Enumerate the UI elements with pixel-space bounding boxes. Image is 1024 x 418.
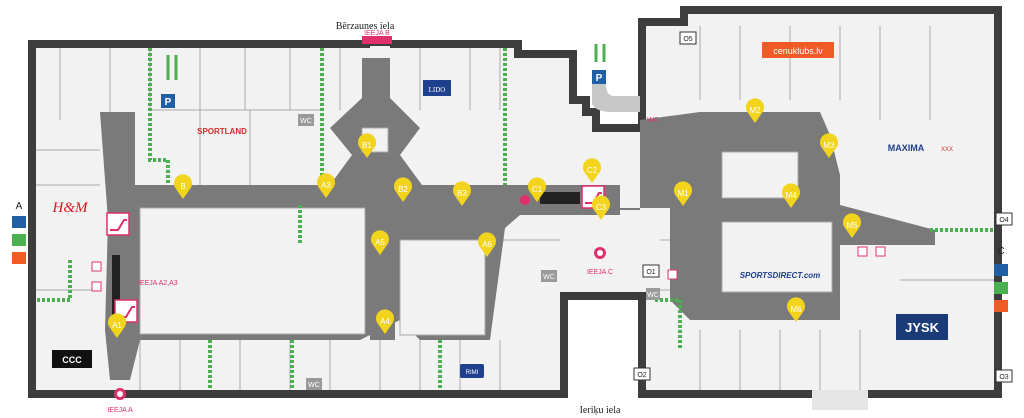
brand-maxima[interactable]: MAXIMA XXX — [888, 143, 953, 153]
marker-a3[interactable]: A3 — [317, 173, 335, 198]
street-south: Ieriķu iela — [580, 405, 621, 416]
escalator-strip — [540, 192, 580, 204]
brand-rimi[interactable]: RIMI — [460, 364, 484, 378]
parking-south-box — [812, 390, 868, 410]
parking-arrows — [166, 44, 862, 406]
marker-label: A4 — [380, 317, 390, 326]
marker-label: B2 — [398, 185, 408, 194]
brand-jysk[interactable]: JYSK — [896, 314, 948, 340]
inner-blocks — [139, 127, 833, 336]
marker-label: A3 — [321, 181, 331, 190]
parking-ramp — [592, 84, 640, 112]
svg-text:O5: O5 — [683, 36, 692, 43]
marker-label: C3 — [596, 203, 607, 212]
marker-m5[interactable]: M5 — [843, 213, 861, 238]
svg-text:MAXIMA: MAXIMA — [888, 143, 925, 153]
lift-icons[interactable] — [91, 246, 886, 292]
svg-text:IEEJA A: IEEJA A — [107, 407, 133, 414]
svg-text:IEEJA A2,A3: IEEJA A2,A3 — [138, 280, 178, 287]
svg-text:CCC: CCC — [62, 355, 82, 365]
brand-ccc[interactable]: CCC — [52, 350, 92, 368]
svg-text:WC: WC — [647, 292, 659, 299]
svg-text:A: A — [16, 201, 23, 212]
marker-a5[interactable]: A5 — [371, 230, 389, 255]
marker-label: C2 — [587, 166, 598, 175]
entrance-c[interactable]: IEEJA C — [587, 247, 613, 276]
marker-m1[interactable]: M1 — [674, 181, 692, 206]
svg-text:JYSK: JYSK — [905, 320, 940, 335]
wc-labels: WC WC WC WC WC — [298, 114, 660, 390]
street-north: Bērzaunes iela — [336, 21, 395, 32]
gate-a[interactable]: A — [12, 201, 26, 264]
svg-text:WC: WC — [300, 118, 312, 125]
brand-sportsdirect[interactable]: SPORTSDIRECT.com — [740, 271, 821, 280]
gate-c[interactable]: C — [994, 246, 1008, 312]
svg-text:P: P — [596, 73, 603, 84]
marker-b1[interactable]: B1 — [358, 133, 376, 158]
svg-text:O3: O3 — [999, 374, 1008, 381]
marker-label: A6 — [482, 240, 492, 249]
brand-sportland[interactable]: SPORTLAND — [197, 127, 247, 136]
stairs — [36, 48, 994, 390]
marker-c1[interactable]: C1 — [528, 177, 546, 202]
marker-label: B — [180, 182, 185, 191]
entrance-c1-marker[interactable] — [520, 195, 530, 205]
svg-text:C: C — [997, 246, 1004, 257]
escalator-strip-left — [112, 255, 120, 315]
marker-b[interactable]: B — [174, 174, 192, 199]
parking-icon-north[interactable]: P — [592, 70, 606, 84]
svg-text:XXX: XXX — [941, 147, 953, 153]
entrance-a2a3[interactable]: IEEJA A2,A3 — [138, 280, 178, 287]
svg-text:LIDO: LIDO — [429, 86, 446, 94]
entrance-b[interactable]: IEEJA B — [362, 30, 392, 44]
marker-label: C1 — [532, 185, 543, 194]
marker-label: M5 — [846, 221, 858, 230]
svg-text:cenuklubs.lv: cenuklubs.lv — [773, 46, 823, 56]
marker-label: B3 — [457, 189, 467, 198]
marker-label: M4 — [785, 191, 797, 200]
marker-a4[interactable]: A4 — [376, 309, 394, 334]
marker-label: A5 — [375, 238, 385, 247]
parking-icon-west[interactable]: P — [161, 94, 175, 108]
marker-m3[interactable]: M3 — [820, 133, 838, 158]
marker-m2[interactable]: M2 — [746, 98, 764, 123]
brand-hm[interactable]: H&M — [52, 200, 90, 216]
svg-text:O4: O4 — [999, 217, 1008, 224]
svg-text:P: P — [165, 97, 172, 108]
marker-b2[interactable]: B2 — [394, 177, 412, 202]
escalator-icon-west[interactable] — [106, 212, 130, 236]
entrance-a[interactable]: IEEJA A — [107, 388, 133, 414]
marker-a6[interactable]: A6 — [478, 232, 496, 257]
code-boxes: O1 O2 O3 O4 O5 — [633, 31, 1013, 383]
marker-c3[interactable]: C3 — [592, 195, 610, 220]
marker-label: A1 — [112, 321, 122, 330]
marker-b3[interactable]: B3 — [453, 181, 471, 206]
marker-label: M6 — [790, 305, 802, 314]
svg-text:O1: O1 — [646, 269, 655, 276]
brand-cenuklubs[interactable]: cenuklubs.lv — [762, 42, 834, 58]
svg-text:O2: O2 — [637, 372, 646, 379]
marker-c2[interactable]: C2 — [582, 158, 601, 183]
marker-m4[interactable]: M4 — [782, 183, 800, 208]
marker-a1[interactable]: A1 — [108, 313, 126, 338]
svg-text:WC: WC — [543, 274, 555, 281]
svg-text:RIMI: RIMI — [466, 370, 479, 376]
marker-label: B1 — [362, 141, 372, 150]
marker-label: M2 — [749, 106, 761, 115]
marker-label: M1 — [677, 189, 689, 198]
svg-text:IEEJA C: IEEJA C — [587, 269, 613, 276]
svg-text:WC: WC — [308, 382, 320, 389]
marker-m6[interactable]: M6 — [787, 297, 806, 322]
svg-text:IEEJA B: IEEJA B — [364, 30, 390, 37]
marker-label: M3 — [823, 141, 835, 150]
svg-text:WC: WC — [647, 117, 659, 124]
brand-lido[interactable]: LIDO — [423, 80, 451, 96]
